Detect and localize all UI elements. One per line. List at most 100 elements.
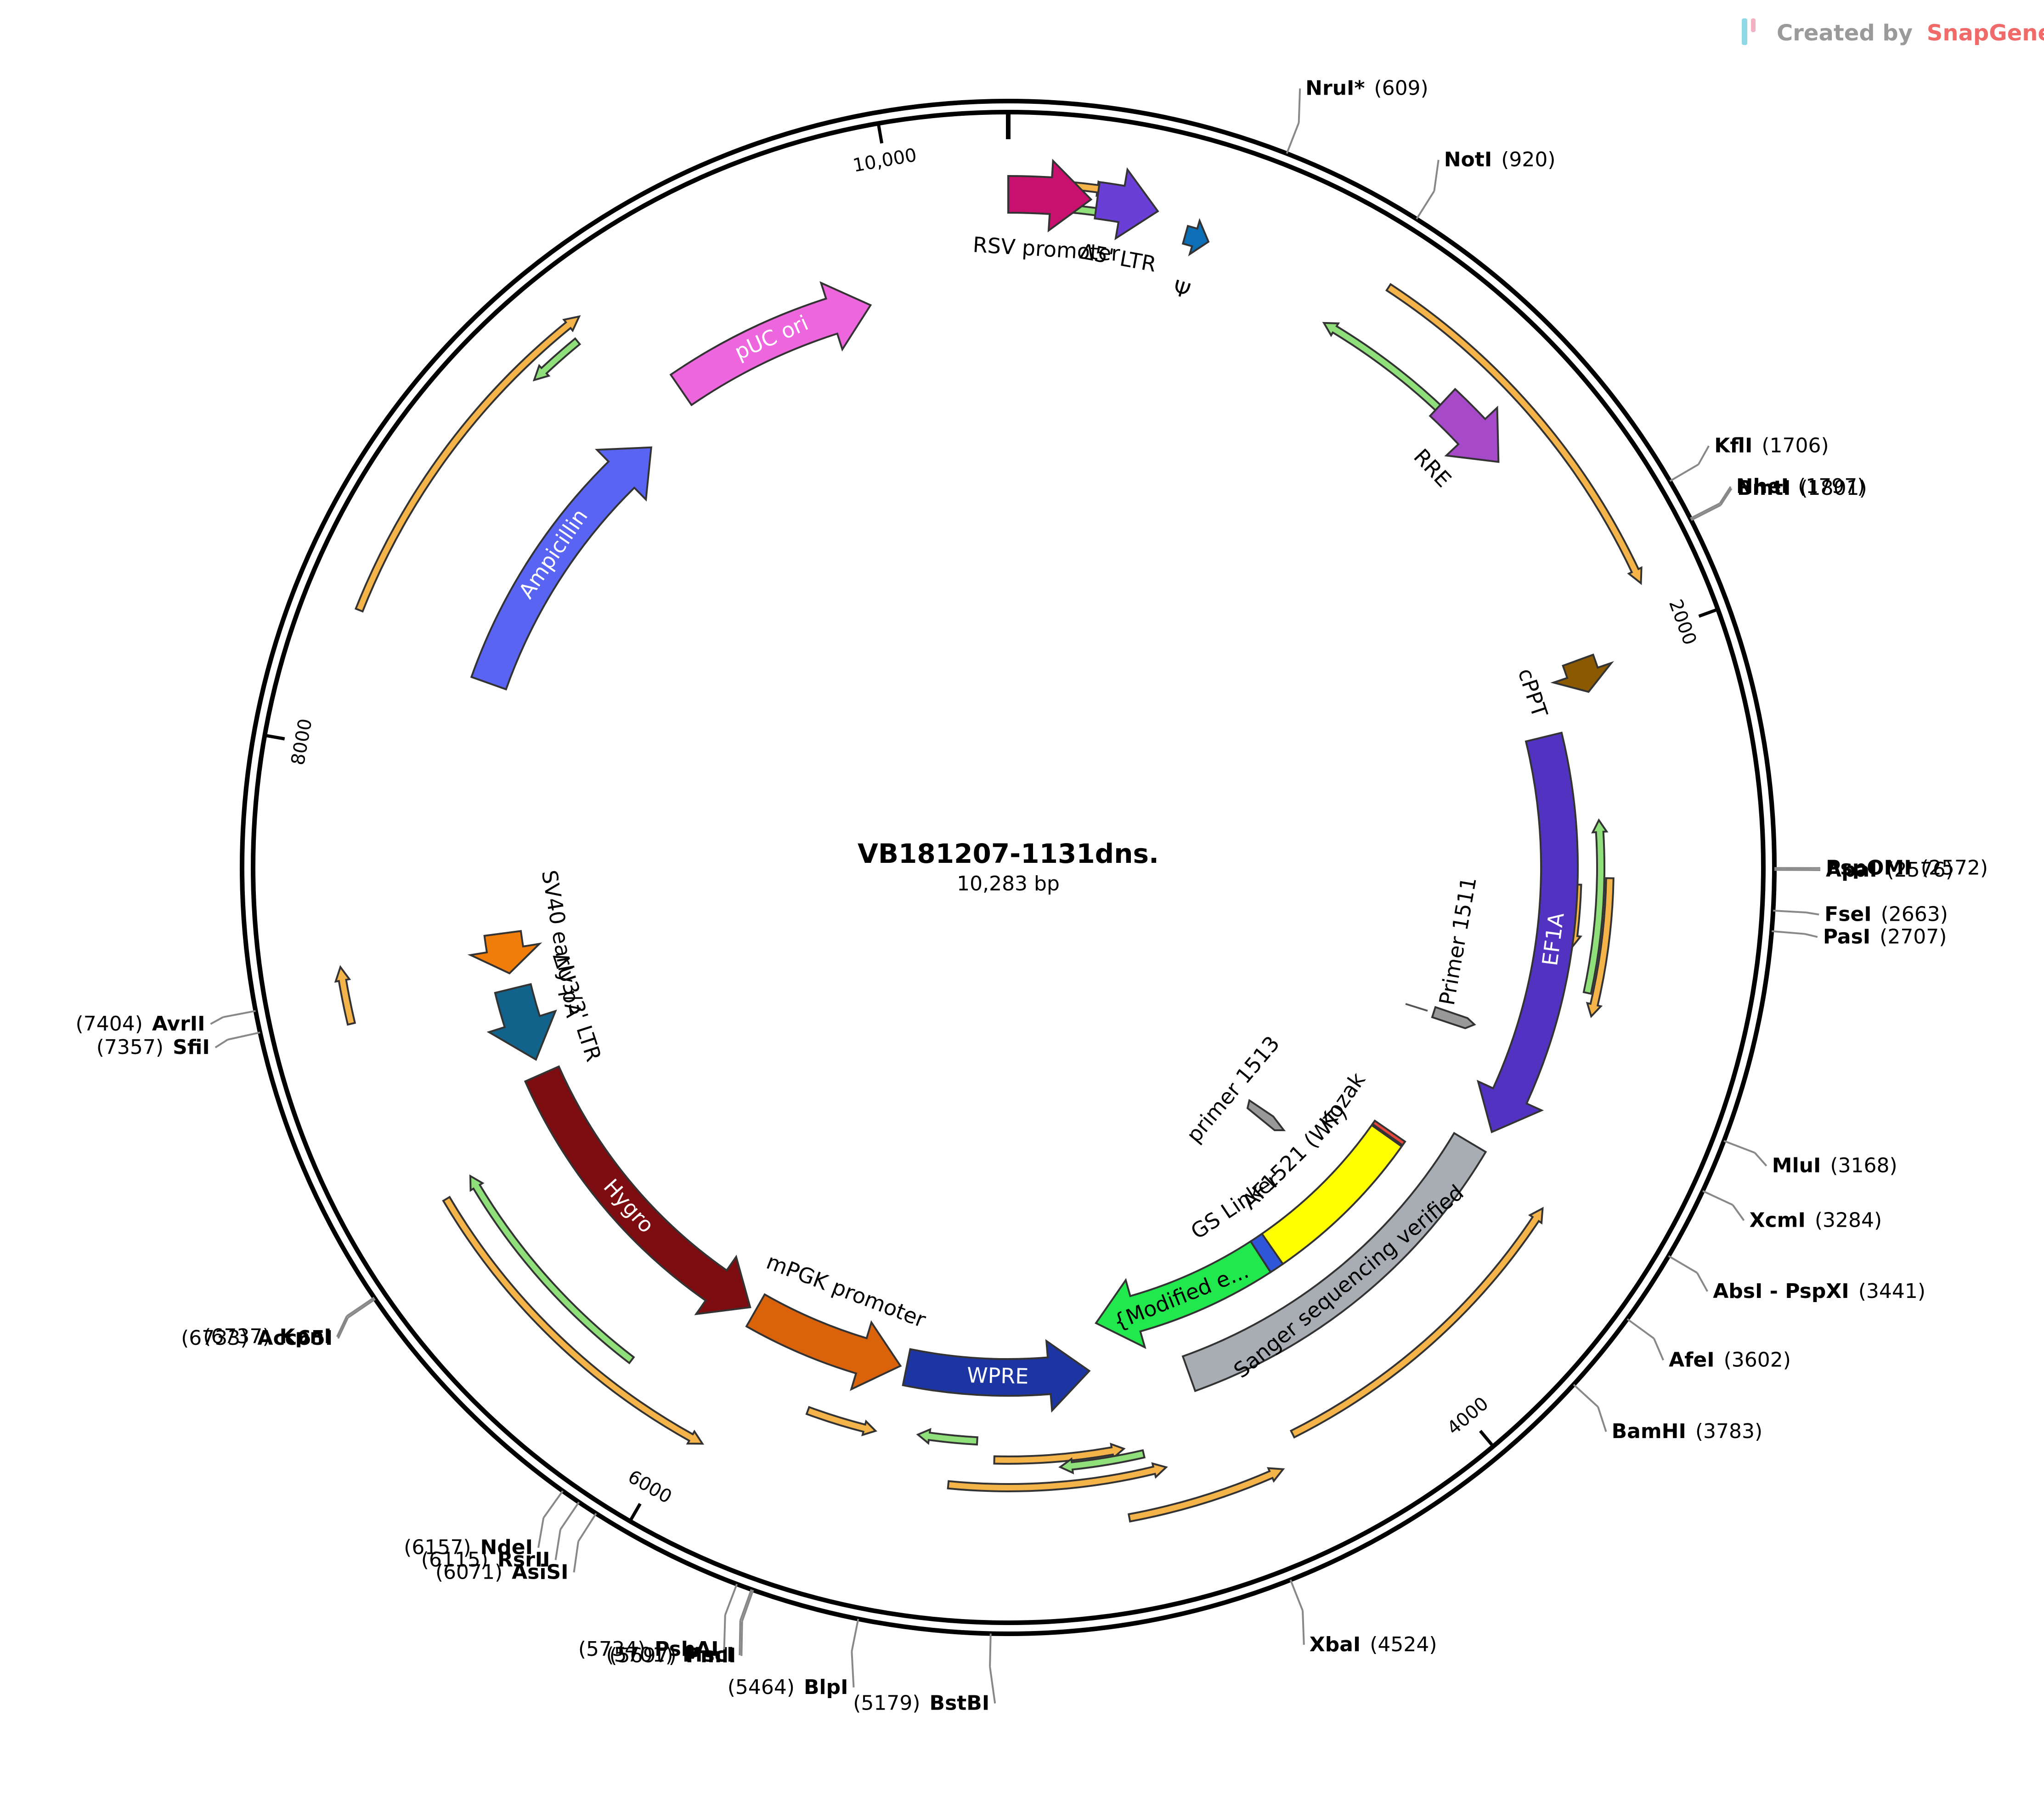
orf-arrow [947,1462,1168,1492]
backbone-inner-ring [251,110,1766,1625]
orf-arrows [334,179,1643,1523]
primer-1511: Primer 1511 [1405,875,1481,1030]
feature-label-rre: RRE [1409,444,1456,492]
site-asisi: (6071)AsiSI [435,1513,597,1584]
site-nrui: NruI*(609) [1286,77,1429,154]
plasmid-name: VB181207-1131dns. [858,838,1159,869]
feature-puc-ori [669,281,872,407]
orf-arrow [916,1427,978,1446]
ruler-tick-label: 10,000 [851,145,918,176]
site-apai: ApaI(2576) [1774,858,1954,882]
site-bamhi: BamHI(3783) [1573,1384,1763,1443]
feature-hygro [524,1065,751,1315]
orf-arrow [334,965,356,1026]
feature-rre [1429,388,1500,463]
orf-arrow [1385,283,1643,585]
site-label: (5697)PmlI [609,1644,736,1667]
feature-label-wpre: WPRE [967,1363,1029,1389]
site-acc65i: (6733)Acc65I [181,1298,376,1350]
site-label: (7357)SfiI [96,1036,210,1059]
feature-kozak [1371,1119,1406,1147]
site-noti: NotI(920) [1416,148,1556,220]
orf-arrow [993,1442,1126,1465]
orf-arrow [1058,1449,1146,1474]
site-label: (6157)NdeI [404,1536,533,1559]
feature-mpgk-promoter [745,1293,902,1391]
site-label: BmtI(1801) [1737,476,1867,500]
restriction-sites: NruI*(609)NotI(920)KflI(1706)NheI(1797)B… [76,77,1988,1715]
feature-cppt [1550,653,1614,693]
orf-arrow [469,1174,635,1365]
feature-wpre [902,1339,1091,1413]
feature-sanger-sequencing-verified [1181,1132,1487,1393]
site-label: NheI(1797) [1736,475,1865,498]
site-label: KflI(1706) [1714,434,1829,457]
site-label: XbaI(4524) [1310,1633,1437,1656]
site-label: (6737)KpnI [203,1325,332,1348]
snapgene-brand: Created by SnapGene [1742,18,2044,46]
orf-arrow [442,1195,705,1445]
feature-5-ltr [1094,167,1159,240]
site-label: (6733)Acc65I [181,1326,333,1350]
site-nhei: NheI(1797) [1690,475,1865,520]
site-label: (6071)AsiSI [435,1560,569,1584]
site-label: MluI(3168) [1772,1154,1897,1178]
feature-label-: Ψ [1170,275,1193,304]
site-label: BamHI(3783) [1612,1420,1763,1443]
feature- [1181,218,1210,256]
site-label: XcmI(3284) [1750,1208,1882,1232]
site-label: AbsI - PspXI(3441) [1713,1280,1925,1303]
site-sfii: (7357)SfiI [96,1031,260,1059]
site-rsrii: (6115)RsrII [421,1501,580,1571]
site-msci: (5701)MscI [606,1589,752,1667]
feature-modified-egfp [1095,1240,1272,1349]
ruler-tick [629,1503,642,1521]
ruler-tick [266,734,285,741]
site-bmti: BmtI(1801) [1690,476,1867,521]
site-kfli: KflI(1706) [1669,434,1829,482]
ruler-tick-label: 4000 [1443,1393,1493,1439]
brand-name: SnapGene [1927,20,2044,46]
feature-u3-3-ltr [486,983,557,1061]
site-ndei: (6157)NdeI [404,1490,564,1559]
site-xcmi: XcmI(3284) [1702,1190,1882,1232]
site-mlui: MluI(3168) [1723,1140,1897,1178]
site-pshai: (5734)PshAI [578,1584,738,1661]
site-avrii: (7404)AvrII [76,1010,256,1036]
orf-arrow [532,337,582,382]
site-bstbi: (5179)BstBI [853,1633,996,1715]
site-label: (7404)AvrII [76,1012,205,1036]
ruler-tick [1479,1430,1494,1446]
primer-1511-label: Primer 1511 [1434,875,1481,1007]
site-xbai: XbaI(4524) [1289,1579,1437,1656]
orf-arrow [1586,877,1615,1019]
site-pasi: PasI(2707) [1772,925,1947,948]
site-blpi: (5464)BlpI [728,1619,859,1699]
ruler-tick-label: 8000 [288,717,316,767]
ruler-tick-label: 2000 [1665,597,1700,648]
site-label: FseI(2663) [1824,903,1948,926]
orf-arrow [1582,818,1609,995]
ruler-tick-label: 6000 [624,1466,675,1508]
backbone-outer-ring [240,99,1777,1636]
primer-1513-label: primer 1513 [1181,1031,1284,1147]
site-label: (5179)BstBI [853,1692,989,1715]
site-label: (6115)RsrII [421,1548,550,1571]
site-label: ApaI(2576) [1826,858,1954,882]
orf-arrow [1127,1467,1285,1523]
feature-label-cppt: cPPT [1513,665,1553,721]
plasmid-length: 10,283 bp [957,872,1060,895]
orf-arrow [805,1406,877,1437]
feature-rsv-promoter [1007,159,1093,232]
site-label: NruI*(609) [1305,77,1429,100]
feature-sv40-early-pa [467,930,542,974]
orf-arrow [1289,1207,1544,1439]
snapgene-logo-icon [1742,18,1756,45]
feature-ampicillin [470,446,653,691]
brand-prefix: Created by [1777,20,1913,46]
feature-label-sv40-early-pa: SV40 early pA [537,868,587,1020]
site-kpni: (6737)KpnI [203,1297,375,1348]
primer-1513: primer 1513 [1181,1031,1286,1147]
site-label: NotI(920) [1444,148,1556,171]
